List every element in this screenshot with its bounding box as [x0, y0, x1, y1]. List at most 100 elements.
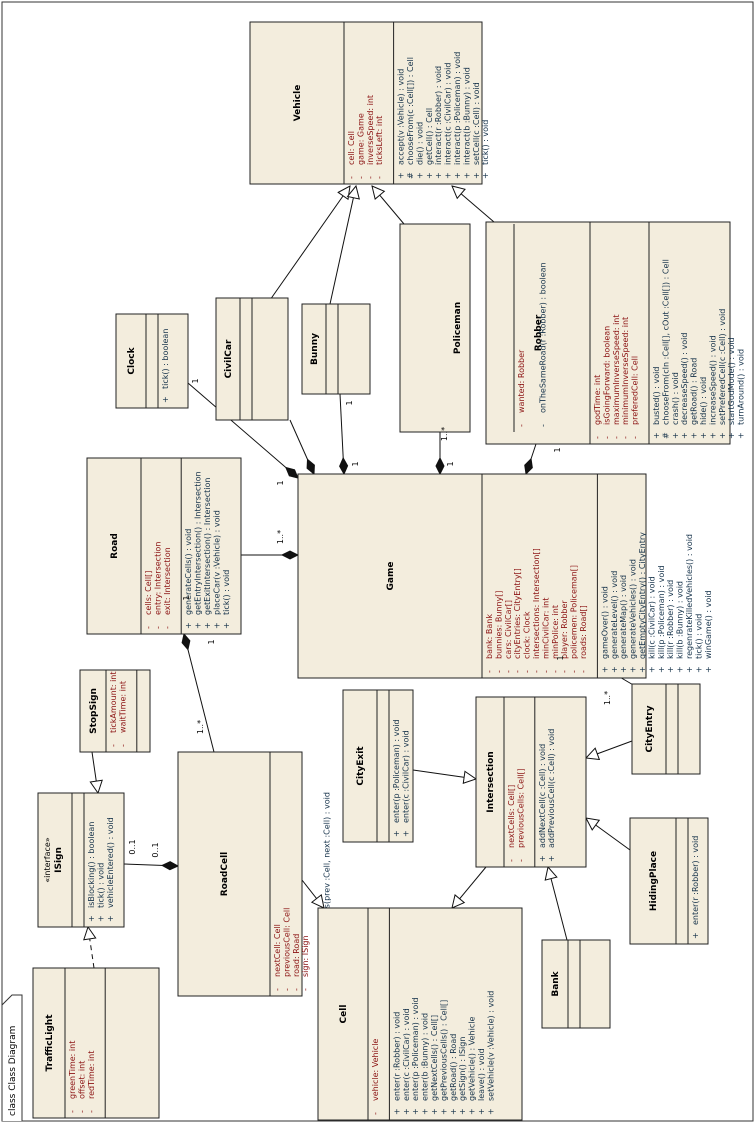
composition-robber-game: [526, 443, 537, 474]
attribute-visibility: -: [494, 670, 503, 673]
class-name: Robber: [534, 314, 544, 351]
class-operation: tick() : void: [481, 120, 490, 165]
class-operation: tick() : boolean: [161, 329, 170, 389]
class-operation: chooseFrom(cIn :Cell[], cOut :Cell[]) : …: [661, 259, 670, 425]
class-isign: «interface»ISign+isBlocking() : boolean+…: [37, 792, 125, 928]
operation-visibility: +: [184, 622, 193, 629]
class-operation: getNextCells() : Cell[]: [430, 1015, 439, 1101]
attribute-visibility: -: [163, 626, 172, 629]
operation-visibility: +: [610, 666, 619, 673]
operation-visibility: +: [691, 932, 700, 939]
multiplicity-label: 1: [556, 655, 565, 660]
class-bunny: Bunny: [301, 303, 371, 395]
attribute-visibility: -: [144, 626, 153, 629]
class-attribute: tickAmount: int: [109, 672, 118, 734]
attribute-visibility: -: [570, 670, 579, 673]
class-operation: getEntryIntersection() : Intersection: [194, 471, 203, 615]
class-operation: getVehicle() : Vehicle: [468, 1017, 477, 1101]
generalization-roadcell-cell: [301, 879, 324, 908]
multiplicity-label: 1: [351, 461, 360, 466]
attribute-visibility: -: [541, 670, 550, 673]
class-operation: decreaseSpeed() : void: [680, 333, 689, 425]
class-operation: interact(p :Policeman) : void: [453, 52, 462, 165]
operation-visibility: +: [449, 1108, 458, 1115]
operation-visibility: -: [538, 424, 547, 427]
class-attribute: sign: ISign: [301, 935, 310, 977]
composition-civilcar-game: [289, 419, 314, 474]
class-name: Cell: [339, 1005, 349, 1024]
class-operation: interact(r :Robber) : void: [434, 66, 443, 165]
class-name: Intersection: [486, 751, 496, 812]
attribute-visibility: -: [292, 988, 301, 991]
class-bank: Bank: [541, 939, 611, 1029]
class-attribute: offset: int: [77, 1061, 86, 1099]
operation-visibility: +: [638, 666, 647, 673]
operation-visibility: +: [666, 666, 675, 673]
class-attribute: greenTime: int: [68, 1041, 77, 1099]
class-attribute: previousCell: Cell: [282, 908, 291, 977]
attribute-visibility: -: [371, 1112, 380, 1115]
operation-visibility: +: [444, 172, 453, 179]
operation-visibility: +: [397, 172, 406, 179]
class-operation: tick() : void: [694, 614, 703, 659]
attribute-visibility: -: [551, 670, 560, 673]
attribute-visibility: -: [513, 670, 522, 673]
class-operation: isBlocking() : boolean: [87, 822, 96, 908]
class-operation: getExitIntersection() : Intersection: [203, 478, 212, 616]
diagram-frame-label: class Class Diagram: [1, 994, 23, 1121]
attribute-visibility: -: [602, 436, 611, 439]
class-name: CityExit: [356, 746, 366, 786]
attribute-visibility: -: [621, 436, 630, 439]
class-intersection: Intersection-nextCells: Cell[]-previousC…: [475, 696, 587, 868]
class-operation: generateLevel() : void: [610, 571, 619, 659]
class-operation: generateVehicles() : void: [629, 559, 638, 659]
attribute-visibility: -: [109, 744, 118, 747]
class-stereotype: «interface»: [43, 837, 52, 883]
class-name: ISign: [54, 847, 64, 873]
class-operation: tick() : void: [96, 863, 105, 908]
operation-visibility: +: [161, 396, 170, 403]
operation-visibility: +: [472, 172, 481, 179]
class-attribute: minCivilCar: int: [541, 598, 550, 659]
composition-roadcell-road: [184, 634, 215, 753]
operation-visibility: +: [538, 855, 547, 862]
multiplicity-label: 1: [446, 461, 455, 466]
class-name: Vehicle: [293, 85, 303, 122]
class-attribute: cell: Cell: [347, 131, 356, 165]
class-attribute: redTime: int: [87, 1051, 96, 1099]
class-operation: onTheSameRoad(r :Robber) : boolean: [538, 262, 547, 413]
generalization-hidingplace-intersection: [586, 818, 631, 851]
operation-visibility: #: [661, 432, 670, 439]
operation-visibility: +: [203, 622, 212, 629]
operation-visibility: +: [87, 915, 96, 922]
class-attribute: waitTime: int: [118, 681, 127, 733]
class-operation: getRoad() : Road: [449, 1034, 458, 1101]
attribute-visibility: -: [77, 1110, 86, 1113]
operation-visibility: +: [629, 666, 638, 673]
class-attribute: roads: Road[]: [579, 605, 588, 659]
class-hidingplace: HidingPlace+enter(r :Robber) : void: [629, 817, 709, 945]
class-operation: accept(v :Vehicle) : void: [397, 69, 406, 165]
class-name: Game: [386, 562, 396, 591]
operation-visibility: +: [439, 1108, 448, 1115]
class-attribute: nextCells: Cell[]: [507, 785, 516, 848]
class-operation: enter(r :Robber) : void: [691, 836, 700, 925]
attribute-visibility: -: [153, 626, 162, 629]
class-operation: kill(c :CivilCar) : void: [647, 576, 656, 659]
class-attribute: minPolice: int: [551, 605, 560, 659]
class-operation: startGodMode() : void: [727, 337, 736, 425]
class-operation: enter(b :Bunny) : void: [421, 1013, 430, 1101]
class-name: CityEntry: [645, 705, 655, 752]
generalization-intersection-cell: [452, 866, 487, 908]
class-attribute: game: Game: [356, 113, 365, 165]
class-trafficlight: TrafficLight-greenTime: int-offset: int-…: [32, 967, 160, 1119]
attribute-visibility: -: [301, 988, 310, 991]
class-policeman: Policeman-wanted: Robber-onTheSameRoad(r…: [399, 223, 547, 433]
class-operation: setNeighbourCells(prev :Cell, next :Cell…: [323, 792, 332, 977]
attribute-visibility: -: [347, 176, 356, 179]
composition-clock-game: [187, 382, 298, 478]
operation-visibility: +: [657, 666, 666, 673]
class-operation: crash() : void: [671, 372, 680, 425]
class-robber: Robber-godTime: int-isGoingForward: bool…: [485, 221, 746, 445]
attribute-visibility: -: [504, 670, 513, 673]
